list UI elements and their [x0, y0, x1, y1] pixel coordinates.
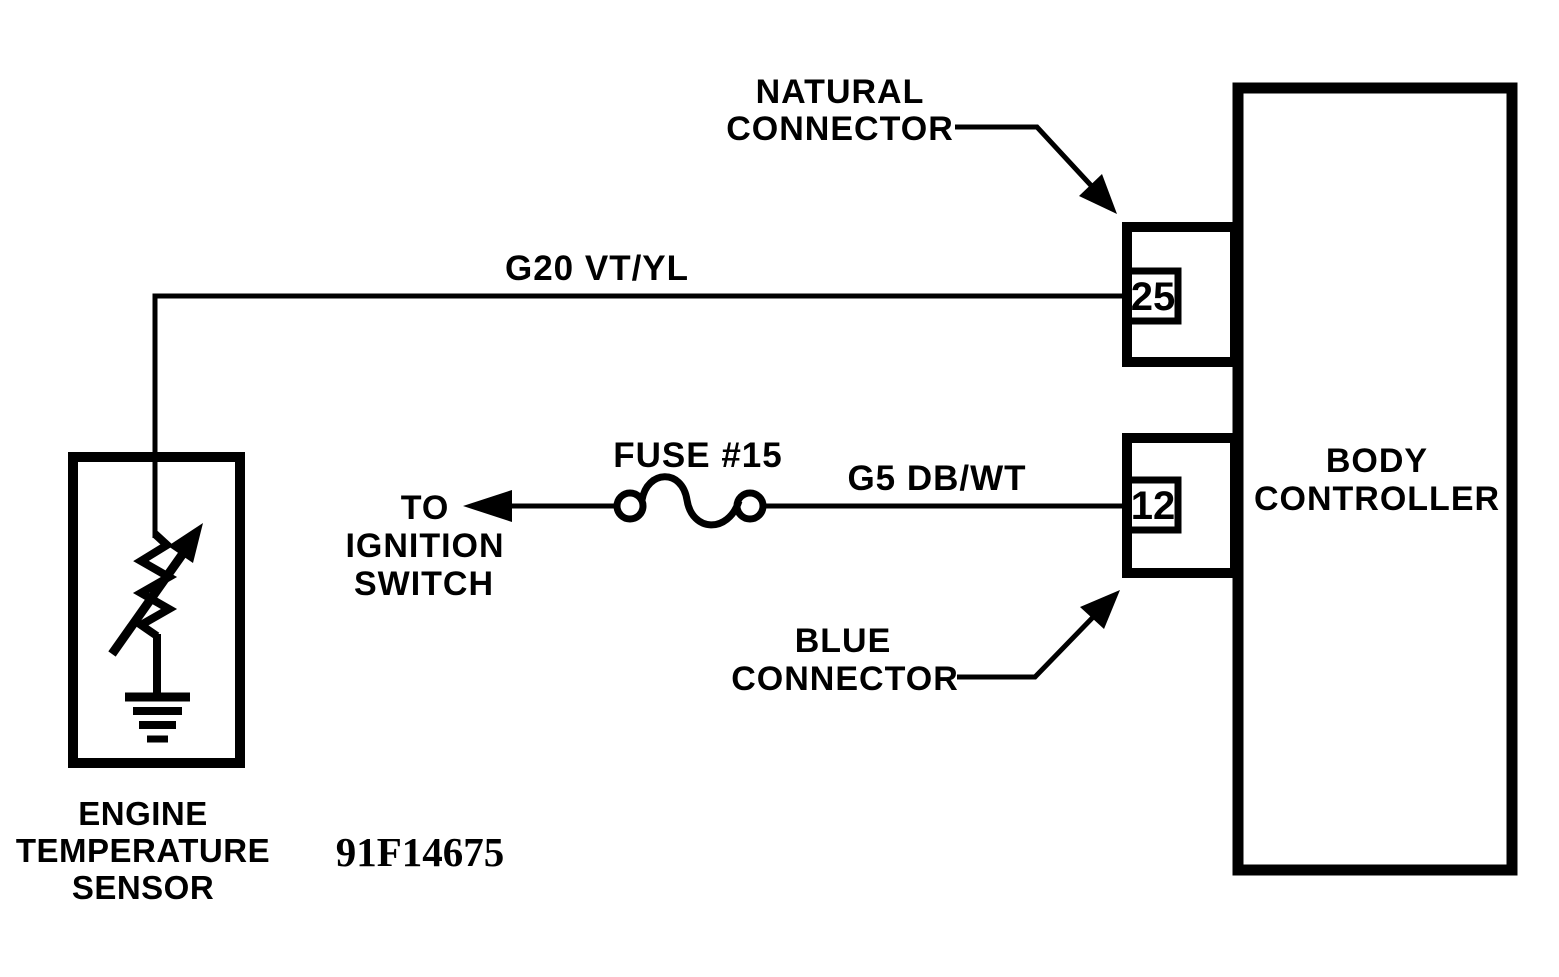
natural-connector-arrowhead-icon: [1079, 174, 1117, 214]
natural-connector-leader-line: [955, 124, 1100, 195]
wire-g20-label: G20 VT/YL: [505, 249, 689, 288]
fuse-terminal-left-icon: [613, 489, 647, 523]
ignition-arrowhead: [463, 490, 512, 522]
thermistor-arrowhead-icon: [168, 523, 203, 563]
wire-g5-label: G5 DB/WT: [847, 459, 1026, 498]
body-controller-box: [1232, 82, 1518, 876]
sensor-label-line2: TEMPERATURE: [16, 832, 270, 869]
pin-12-box: [1124, 476, 1182, 534]
ignition-label-line2: IGNITION: [345, 527, 504, 565]
fuse-element-curve-icon: [638, 473, 743, 529]
blue-connector-leader-line: [957, 609, 1101, 680]
pin-25-label: 25: [1131, 275, 1176, 319]
pin-25-box: [1124, 267, 1182, 325]
figure-id-label: 91F14675: [336, 829, 505, 875]
thermistor-arrow-shaft: [108, 549, 188, 657]
natural-connector-label-line2: CONNECTOR: [726, 110, 954, 148]
fuse-terminal-right-icon: [733, 489, 767, 523]
body-controller-label-line2: CONTROLLER: [1254, 480, 1500, 518]
body-controller-label-line1: BODY: [1326, 442, 1428, 480]
thermistor-zigzag-icon: [132, 531, 178, 640]
sensor-label-line3: SENSOR: [72, 869, 214, 906]
ignition-label-line1: TO: [401, 489, 450, 527]
sensor-label-line1: ENGINE: [78, 795, 208, 832]
blue-connector-label-line1: BLUE: [795, 622, 892, 660]
engine-temp-sensor-box: [68, 452, 245, 768]
fuse-label: FUSE #15: [613, 436, 782, 475]
blue-connector-arrowhead-icon: [1080, 590, 1120, 629]
pin-12-label: 12: [1131, 484, 1176, 528]
ground-symbol-icon: [125, 692, 190, 743]
blue-connector-label-line2: CONNECTOR: [731, 660, 959, 698]
natural-connector-label-line1: NATURAL: [756, 73, 925, 111]
ignition-label-line3: SWITCH: [354, 565, 494, 603]
